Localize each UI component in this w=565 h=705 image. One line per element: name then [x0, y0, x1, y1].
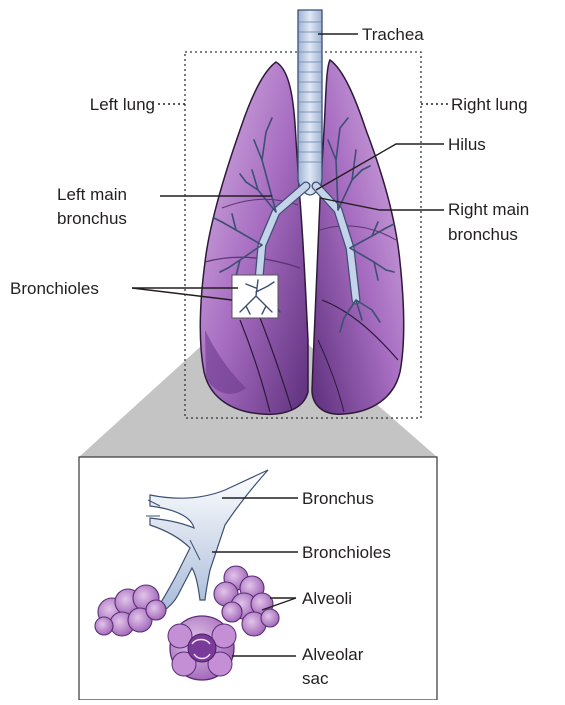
left-lung	[200, 62, 308, 414]
label-left-main-bronchus-line1: Left main	[57, 185, 127, 204]
label-hilus: Hilus	[448, 135, 486, 154]
label-alveoli: Alveoli	[302, 589, 352, 608]
label-right-main-bronchus-line2: bronchus	[448, 225, 518, 244]
label-left-lung: Left lung	[90, 95, 155, 114]
trachea	[298, 10, 322, 195]
label-inset-bronchioles: Bronchioles	[302, 543, 391, 562]
label-alveolar-sac-line2: sac	[302, 669, 329, 688]
label-bronchioles: Bronchioles	[10, 279, 99, 298]
label-left-main-bronchus-line2: bronchus	[57, 209, 127, 228]
label-trachea: Trachea	[362, 25, 424, 44]
label-bronchus: Bronchus	[302, 489, 374, 508]
label-right-main-bronchus-line1: Right main	[448, 200, 529, 219]
alveolar-sac	[168, 616, 236, 680]
right-lung	[312, 60, 404, 414]
label-alveolar-sac-line1: Alveolar	[302, 645, 364, 664]
label-right-lung: Right lung	[451, 95, 528, 114]
